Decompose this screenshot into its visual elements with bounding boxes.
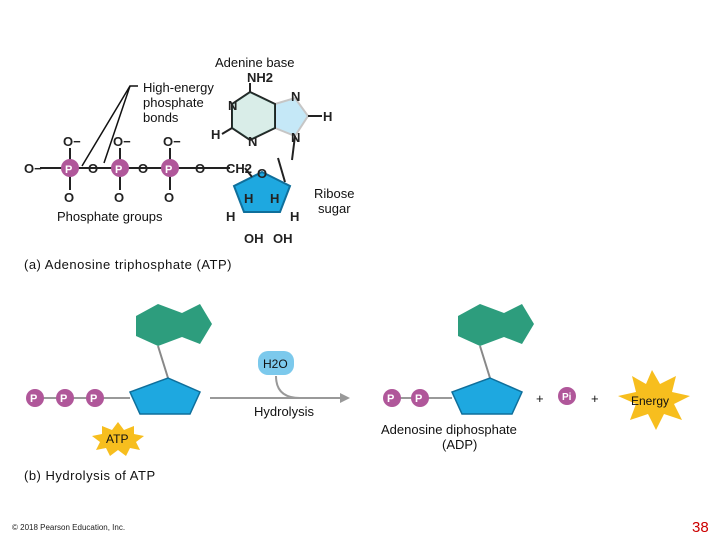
p-label-3: P — [165, 164, 172, 176]
adenine-shade — [232, 92, 275, 140]
n-atom-2: N — [291, 89, 300, 104]
plus-2: + — [591, 391, 599, 406]
n-atom-1: N — [228, 98, 237, 113]
atp-p-2 — [56, 389, 74, 407]
atp-hydrolysis: P P P ATP H2O Hydrolysis P P Adenosine d… — [24, 304, 690, 483]
adp-ribose — [450, 377, 523, 415]
h-ribose-3: H — [226, 209, 235, 224]
phosphate-3 — [161, 159, 179, 177]
atp-adenine-pentagon — [182, 304, 212, 344]
h-atom-1: H — [323, 109, 332, 124]
atp-badge-label: ATP — [106, 432, 128, 446]
adp-label-line2: (ADP) — [442, 437, 477, 452]
phosphate-groups-label: Phosphate groups — [57, 209, 163, 224]
phosphate-1 — [61, 159, 79, 177]
p-label-1: P — [65, 164, 72, 176]
bond-pointer-line-2 — [103, 85, 131, 164]
atp-adenine-hexagon — [136, 304, 182, 346]
ribose-sugar-label-line2: sugar — [318, 201, 351, 216]
bond-pointer-line-1 — [81, 85, 138, 167]
plus-1: + — [536, 391, 544, 406]
o-minus-left: O− — [24, 161, 42, 176]
page-number: 38 — [692, 519, 709, 536]
o-bridge-1: O — [88, 161, 98, 176]
water-bubble — [258, 351, 294, 375]
glycosidic-bond — [277, 157, 286, 183]
atp-p-1 — [26, 389, 44, 407]
ch2-label: CH2 — [226, 161, 252, 176]
adp-p-2 — [411, 389, 429, 407]
ring-o-atom: O — [257, 166, 267, 181]
ribose-ring — [232, 170, 292, 213]
high-energy-bonds-label-line2: phosphate — [143, 95, 204, 110]
o-bottom-2: O — [114, 190, 124, 205]
h-ribose-4: H — [290, 209, 299, 224]
atp-structure: Adenine base High-energy phosphate bonds… — [24, 55, 354, 272]
nh2-label: NH2 — [247, 70, 273, 85]
phosphate-chain — [40, 148, 230, 190]
o-bottom-3: O — [164, 190, 174, 205]
adp-p-label-1: P — [387, 393, 394, 405]
pi-label: Pi — [562, 392, 572, 403]
high-energy-bonds-label-line3: bonds — [143, 110, 179, 125]
caption-a: (a) Adenosine triphosphate (ATP) — [24, 257, 232, 272]
o-bridge-2: O — [138, 161, 148, 176]
adp-adenine-pentagon — [504, 304, 534, 344]
phosphate-2 — [111, 159, 129, 177]
h-ribose-1: H — [244, 191, 253, 206]
adp-p-1 — [383, 389, 401, 407]
atp-burst — [92, 422, 144, 456]
high-energy-bonds-label-line1: High-energy — [143, 80, 214, 95]
caption-b: (b) Hydrolysis of ATP — [24, 468, 156, 483]
energy-label: Energy — [631, 394, 669, 408]
adp-link — [479, 345, 491, 379]
copyright-label: © 2018 Pearson Education, Inc. — [12, 523, 125, 532]
atp-p-3 — [86, 389, 104, 407]
oh-2: OH — [273, 231, 293, 246]
o-minus-top-2: O− — [113, 134, 131, 149]
ch2-bond — [244, 167, 253, 178]
adenine-ring — [221, 83, 322, 161]
o-bridge-3: O — [195, 161, 205, 176]
water-label: H2O — [263, 357, 288, 371]
adp-label-line1: Adenosine diphosphate — [381, 422, 517, 437]
atp-p-label-2: P — [60, 393, 67, 405]
hydrolysis-arrow — [210, 375, 340, 399]
atp-p-label-1: P — [30, 393, 37, 405]
atp-link — [157, 345, 169, 379]
arrow-head — [340, 393, 350, 403]
adp-adenine-hexagon — [458, 304, 504, 346]
adp-p-label-2: P — [415, 393, 422, 405]
o-bottom-1: O — [64, 190, 74, 205]
o-minus-top-1: O− — [63, 134, 81, 149]
atp-p-label-3: P — [90, 393, 97, 405]
o-minus-top-3: O− — [163, 134, 181, 149]
atp-ribose — [128, 377, 201, 415]
n-atom-4: N — [291, 130, 300, 145]
n-atom-3: N — [248, 134, 257, 149]
h-atom-2: H — [211, 127, 220, 142]
adenine-base-label: Adenine base — [215, 55, 295, 70]
inorganic-phosphate — [558, 387, 576, 405]
oh-1: OH — [244, 231, 264, 246]
hydrolysis-label: Hydrolysis — [254, 404, 314, 419]
energy-burst — [618, 370, 690, 430]
p-label-2: P — [115, 164, 122, 176]
ribose-sugar-label-line1: Ribose — [314, 186, 354, 201]
h-ribose-2: H — [270, 191, 279, 206]
